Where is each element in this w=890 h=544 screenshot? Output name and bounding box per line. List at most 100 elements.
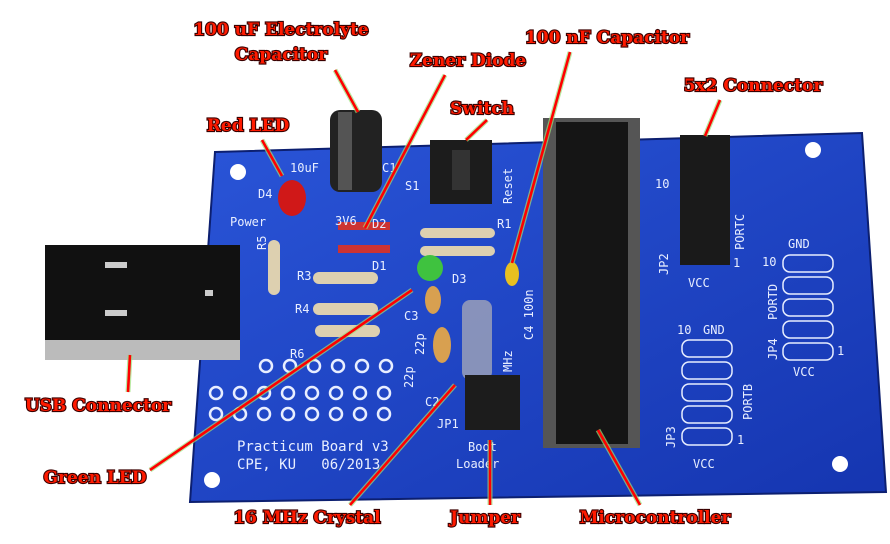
usb-connector [45,245,240,360]
proto-hole [330,358,346,374]
silk-jp4-1: 1 [837,344,844,358]
label-switch: Switch [450,99,514,119]
silk-r1: R1 [497,217,511,231]
label-jumper: Jumper [448,508,521,528]
silk-jp4-10: 10 [762,255,776,269]
silk-jp4: JP4 [766,338,780,360]
pointer-line-green-led [149,288,413,472]
proto-hole [328,385,344,401]
proto-hole [256,406,272,422]
silk-portb: PORTB [741,384,755,420]
silk-jp1: JP1 [437,417,459,431]
silk-d4: D4 [258,187,272,201]
silk-d3: D3 [452,272,466,286]
pointer-line-nf-cap [510,51,572,264]
pin-headers [681,254,834,446]
proto-hole [280,406,296,422]
pointer-line-crystal [349,384,456,506]
silk-c3: C3 [404,309,418,323]
microcontroller-chip [543,118,640,448]
reset-switch [430,140,492,204]
proto-hole [352,406,368,422]
proto-hole [328,406,344,422]
silk-d1: D1 [372,259,386,273]
proto-hole [232,385,248,401]
silk-portc: PORTC [733,214,747,250]
red-led [278,180,306,216]
mounting-holes [204,142,848,488]
silk-d2: D2 [372,217,386,231]
silk-zener-value: 3V6 [335,214,357,228]
proto-hole [354,358,370,374]
pointer-line-5x2 [703,99,722,137]
silk-jp2-vcc: VCC [688,276,710,290]
silk-jp3: JP3 [664,426,678,448]
proto-hole [352,385,368,401]
silk-s1: S1 [405,179,419,193]
resistors [268,228,495,337]
proto-hole [208,406,224,422]
silk-jp2: JP2 [657,253,671,275]
silk-jp4-gnd: GND [788,237,810,251]
silk-board-name: Practicum Board v3 [237,439,389,455]
label-zener-diode: Zener Diode [410,51,527,71]
silk-r6: R6 [290,347,304,361]
pointer-line-switch [465,119,488,141]
silk-r3: R3 [297,269,311,283]
green-led [417,255,443,281]
proto-hole [280,385,296,401]
capacitor-c4 [505,262,519,286]
silk-jp3-10: 10 [677,323,691,337]
silk-portd: PORTD [766,284,780,320]
label-green-led: Green LED [43,468,146,488]
silk-jp3-gnd: GND [703,323,725,337]
connector-5x2 [680,135,730,265]
silk-jp3-1: 1 [737,433,744,447]
pointer-line-red-led [260,139,284,177]
proto-hole [304,406,320,422]
silk-r5: R5 [255,236,269,250]
silkscreen: D4 Power 10uF C1 S1 Reset 3V6 D2 D1 R1 R… [230,161,844,471]
silk-power: Power [230,215,266,229]
pointer-line-electrolyte-cap [333,69,360,113]
capacitor-c3 [425,286,441,314]
pointer-lines [125,51,723,507]
silk-c1-value: 10uF [290,161,319,175]
silk-mhz: MHz [501,350,515,372]
capacitor-c2 [433,327,451,363]
silk-board-org-date: CPE, KU 06/2013 [237,457,380,473]
silk-boot: Boot [468,440,497,454]
label-microcontroller: Microcontroller [580,508,732,528]
silk-jp4-vcc: VCC [793,365,815,379]
silk-c4: C4 100n [522,289,536,340]
proto-hole [376,406,392,422]
silk-c3-value: 22p [413,333,427,355]
proto-hole [258,358,274,374]
crystal [462,300,492,380]
silk-jp3-vcc: VCC [693,457,715,471]
silk-reset: Reset [501,168,515,204]
label-electrolyte-capacitor: 100 uF Electrolyte [193,20,369,40]
prototype-holes [208,358,394,422]
silk-jp2-10: 10 [655,177,669,191]
proto-hole [378,358,394,374]
label-crystal: 16 MHz Crystal [233,508,381,528]
silk-loader: Loader [456,457,499,471]
zener-diode-d1 [338,245,390,253]
proto-hole [304,385,320,401]
electrolytic-capacitor [330,110,382,192]
silk-jp2-1: 1 [733,256,740,270]
pointer-line-zener [363,74,447,229]
label-red-led: Red LED [207,116,290,136]
proto-hole [208,385,224,401]
silk-r4: R4 [295,302,309,316]
pointer-line-micro [596,429,642,506]
label-5x2-connector: 5x2 Connector [684,76,824,96]
label-electrolyte-capacitor-line2: Capacitor [235,45,328,65]
proto-hole [376,385,392,401]
pointer-line-usb [126,354,132,393]
jumper [465,375,520,430]
label-100nf-capacitor: 100 nF Capacitor [525,28,690,48]
